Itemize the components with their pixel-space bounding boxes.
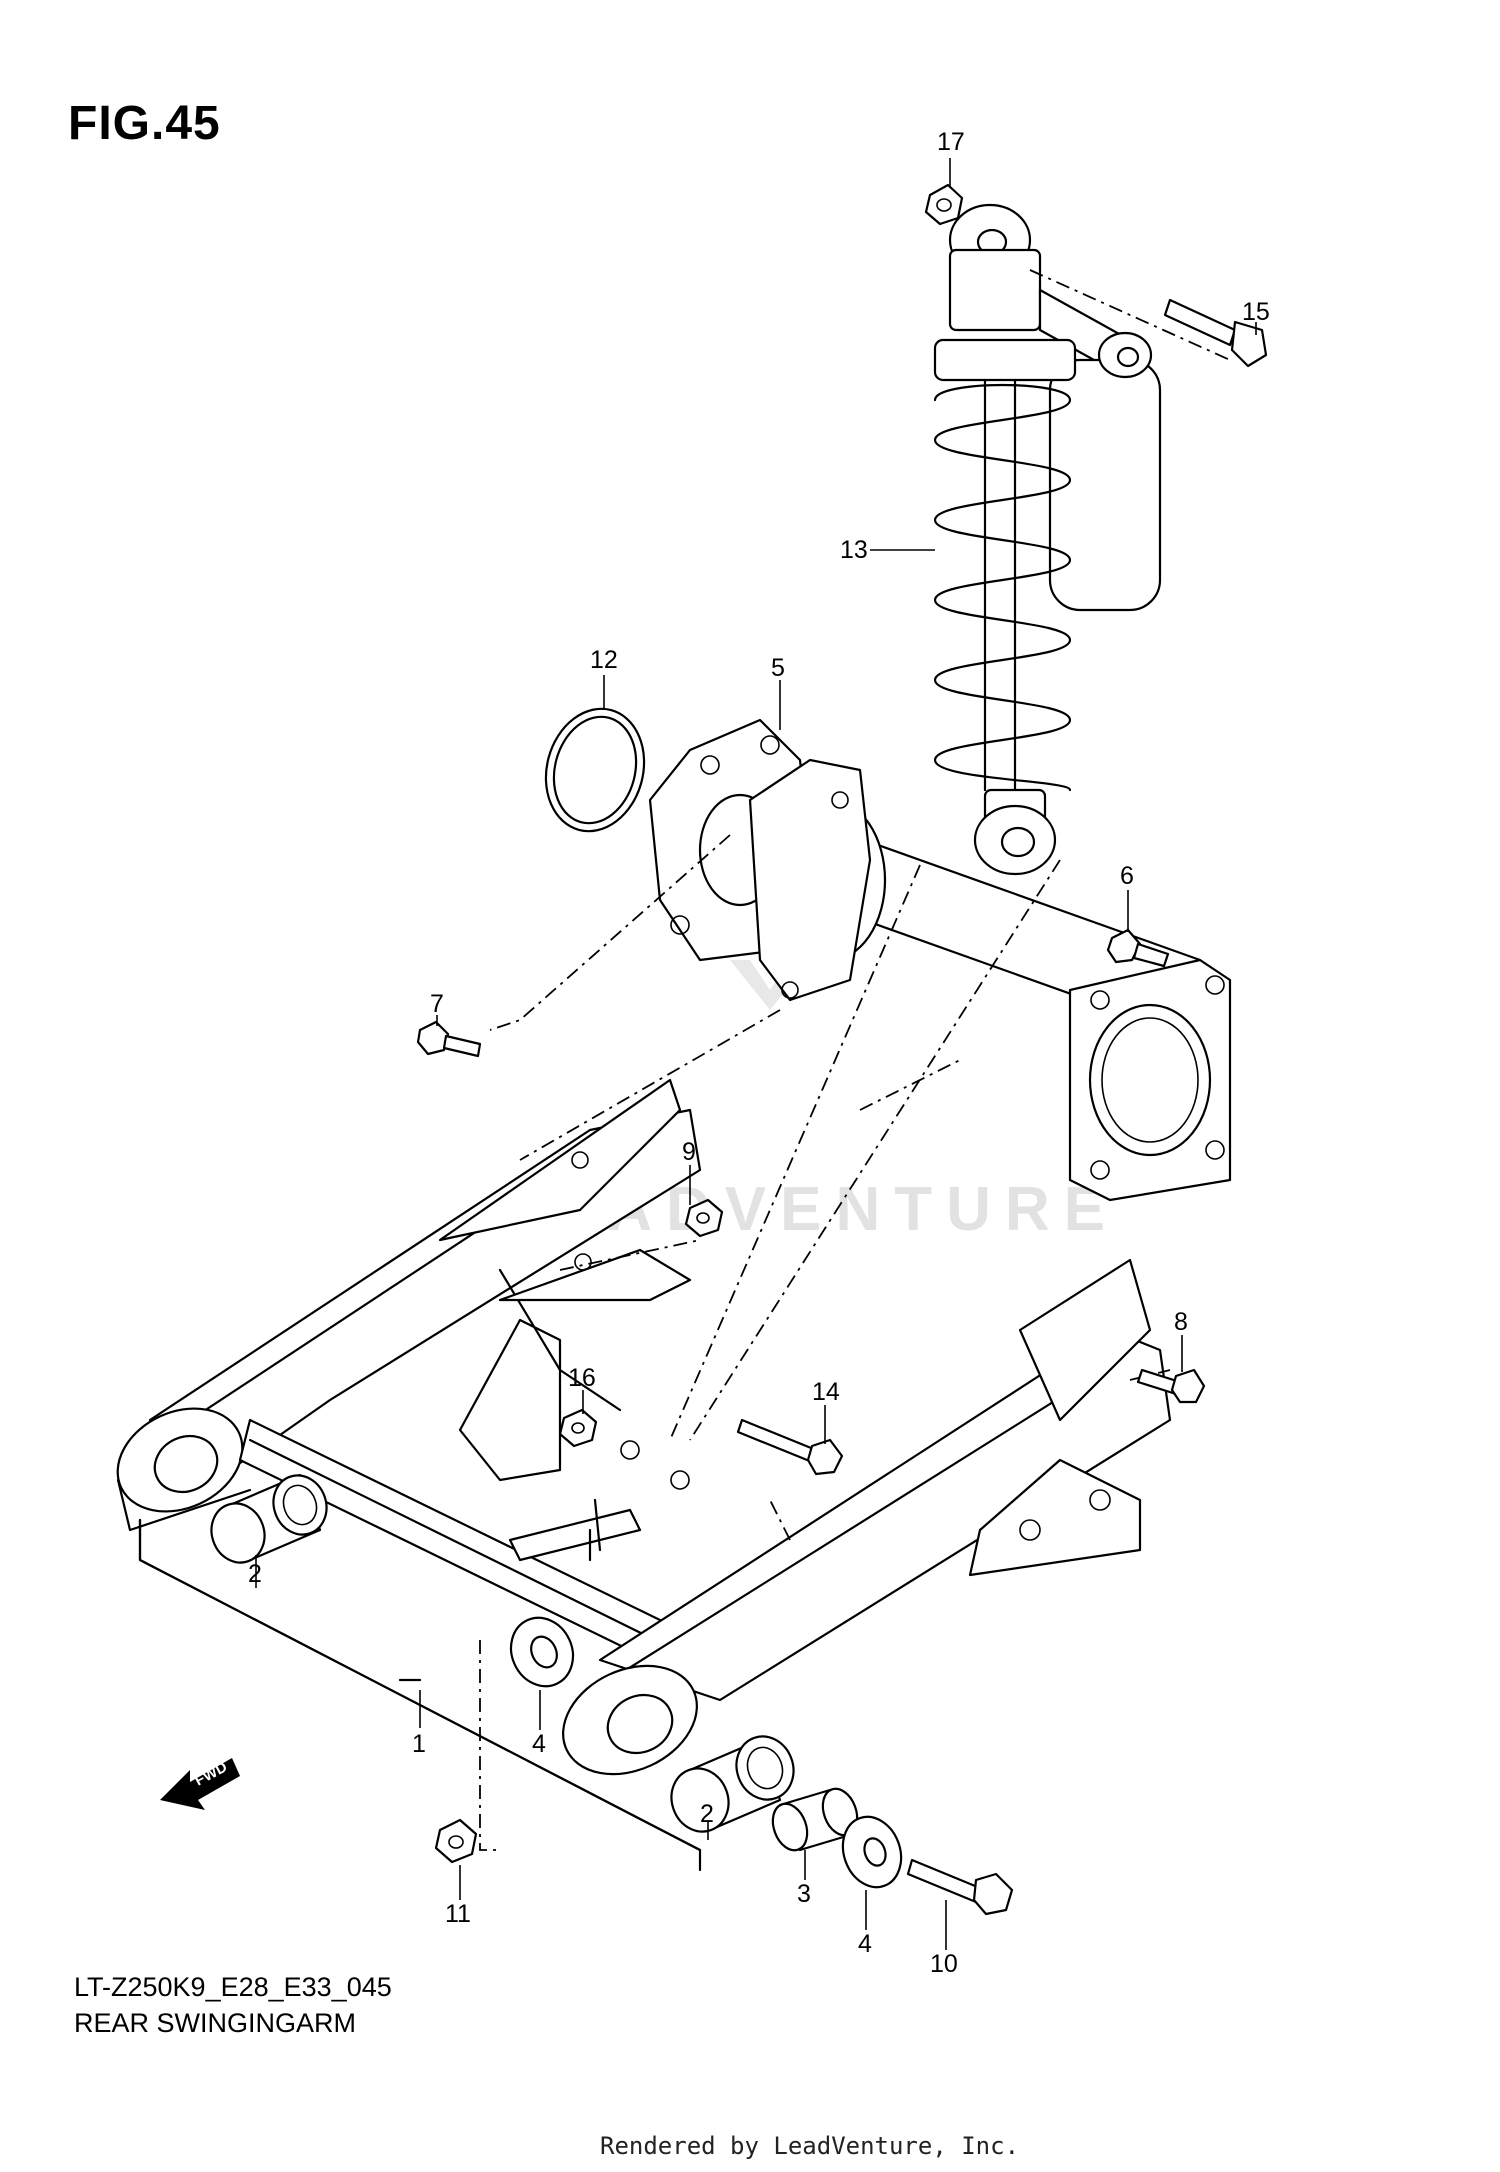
callout-1: 1 — [412, 1730, 426, 1758]
bolt-part-8 — [1136, 1368, 1206, 1404]
swingarm-part-1 — [116, 1078, 1172, 1852]
callout-17: 17 — [937, 128, 965, 156]
callout-2-lower: 2 — [700, 1800, 714, 1828]
figure-caption: REAR SWINGINGARM — [74, 2008, 357, 2038]
alignment-lines — [479, 269, 1231, 1851]
callout-leaders — [255, 158, 1257, 1950]
callout-4-lower: 4 — [858, 1930, 872, 1958]
nut-part-9 — [684, 1198, 724, 1238]
callout-16: 16 — [568, 1364, 596, 1392]
callout-2-upper: 2 — [248, 1560, 262, 1588]
callout-6: 6 — [1120, 862, 1134, 890]
nut-part-17 — [924, 183, 964, 226]
figure-title: FIG.45 — [68, 97, 221, 150]
bolt-part-7 — [416, 1020, 482, 1058]
callout-12: 12 — [590, 646, 618, 674]
nut-part-11 — [434, 1818, 478, 1864]
callout-numbers: 17 15 13 12 5 6 7 9 8 16 14 2 4 1 2 3 4 … — [248, 128, 1270, 1978]
o-ring-part-12 — [544, 707, 646, 833]
bearing-part-2-upper — [210, 1473, 328, 1564]
callout-8: 8 — [1174, 1308, 1188, 1336]
figure-code: LT-Z250K9_E28_E33_045 — [74, 1972, 392, 2002]
bolt-part-14 — [736, 1418, 844, 1476]
render-credit: Rendered by LeadVenture, Inc. — [600, 2132, 1020, 2160]
callout-3: 3 — [797, 1880, 811, 1908]
washer-part-4-upper — [509, 1616, 575, 1688]
callout-4-upper: 4 — [532, 1730, 546, 1758]
axle-housing-part-5 — [648, 718, 1232, 1202]
shock-absorber-part-13 — [933, 203, 1162, 876]
callout-7: 7 — [430, 990, 444, 1018]
callout-11: 11 — [445, 1900, 471, 1928]
bolt-part-10 — [906, 1858, 1014, 1916]
callout-10: 10 — [930, 1950, 958, 1978]
callout-5: 5 — [771, 654, 785, 682]
bearing-part-2-lower — [670, 1735, 795, 1833]
bolt-part-15 — [1163, 298, 1268, 368]
nut-part-16 — [558, 1408, 598, 1448]
fwd-arrow-icon: FWD — [160, 1758, 240, 1810]
callout-14: 14 — [812, 1378, 840, 1406]
callout-9: 9 — [682, 1138, 696, 1166]
washer-part-4-lower — [841, 1815, 903, 1889]
callout-13: 13 — [840, 536, 868, 564]
callout-15: 15 — [1242, 298, 1270, 326]
bolt-part-6 — [1106, 928, 1170, 968]
